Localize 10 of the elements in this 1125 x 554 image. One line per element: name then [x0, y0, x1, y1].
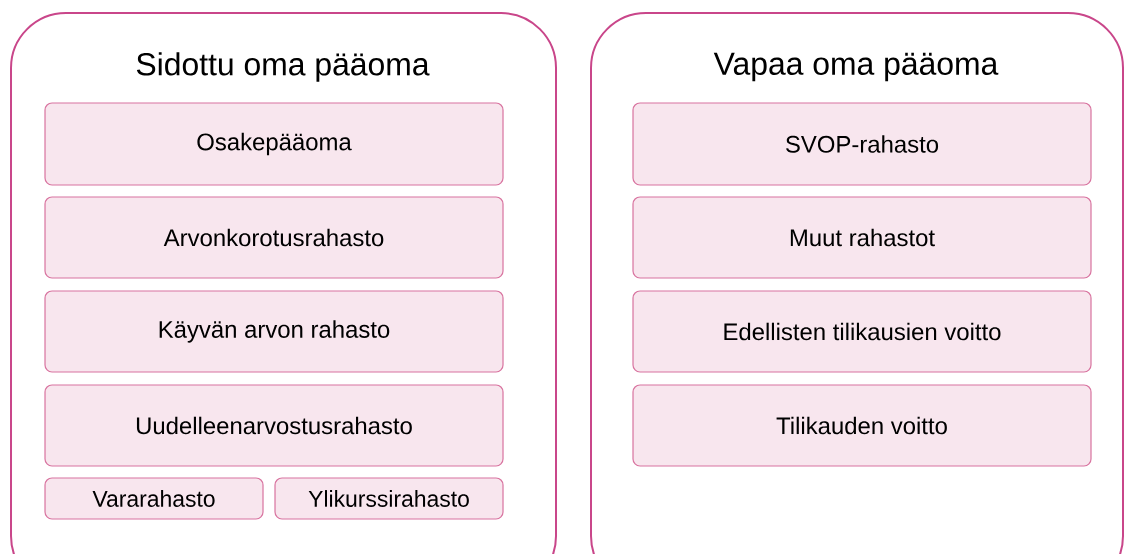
account-box: Osakepääoma [44, 102, 504, 186]
account-box: Käyvän arvon rahasto [44, 290, 504, 373]
account-box: Ylikurssirahasto [274, 477, 504, 520]
account-box: SVOP-rahasto [632, 102, 1092, 186]
account-box: Arvonkorotusrahasto [44, 196, 504, 279]
account-box: Muut rahastot [632, 196, 1092, 279]
account-box: Vararahasto [44, 477, 264, 520]
account-box: Edellisten tilikausien voitto [632, 290, 1092, 373]
account-box: Tilikauden voitto [632, 384, 1092, 467]
account-box: Uudelleenarvostusrahasto [44, 384, 504, 467]
